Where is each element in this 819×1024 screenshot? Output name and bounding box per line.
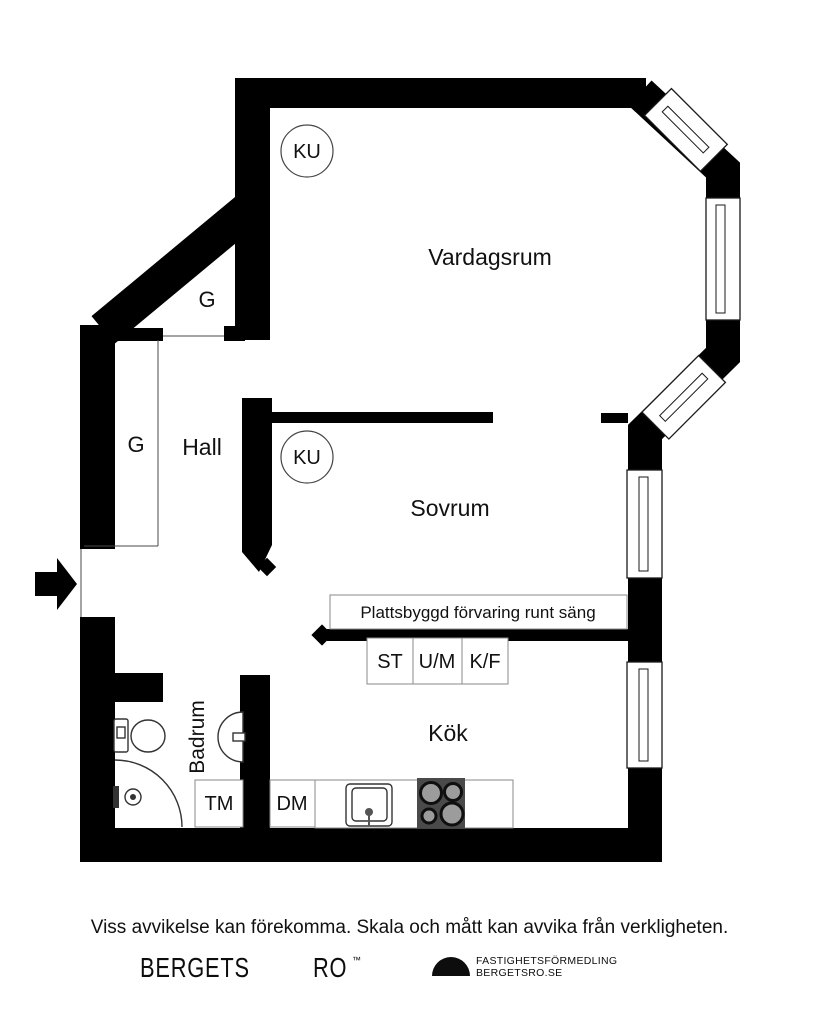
wall-top [235,78,646,108]
wall-closet-stub-left [115,328,163,341]
cabinet-kf-box [461,637,509,685]
dishwasher: DM [269,779,316,828]
storage-note-box [329,594,628,630]
cabinet-st-box [366,637,414,685]
wall-sovrum-north [272,412,493,423]
cabinet-um-label: U/M [419,651,456,673]
room-label-hall: Hall [182,434,222,460]
window-kok [626,661,663,769]
brand-word2: RO [313,952,348,983]
storage-note: Plattsbyggd förvaring runt säng [329,594,628,630]
washing-machine-label: TM [205,793,234,815]
badrum-fixtures: TM [113,711,246,828]
closet-label-hall: G [127,432,144,457]
closet-label-triangle: G [198,287,215,312]
dishwasher-label: DM [276,793,307,815]
thin-lines [80,335,224,617]
cabinet-um-box [412,637,463,685]
wall-left-lower [80,617,115,862]
window-bay-vertical [705,197,741,321]
wall-diagonal [91,194,262,344]
cabinet-st-label: ST [377,651,403,673]
wall-badrum-east [240,675,270,828]
interior-walls [115,326,662,828]
window-sovrum [626,469,663,579]
brand-bergets: BERGETS [140,952,281,984]
wall-closet-stub-right [224,326,245,341]
window-bay-lower-diagonal [641,354,727,440]
agency-line2: BERGETSRO.SE [476,967,563,979]
door-pivot-marker-storage [311,624,333,646]
entry-arrow-icon [35,558,77,610]
wall-sovrum-north-stub [601,413,628,423]
wall-bottom [80,828,662,862]
brand-word1: BERGETS [140,952,250,983]
room-label-sovrum: Sovrum [410,495,489,521]
toilet-icon [113,718,166,753]
shower-icon [113,759,183,828]
ku-marker-sovrum: KU [280,430,334,484]
kok-fixtures: DM [269,778,514,829]
ku-label: KU [293,447,321,469]
brand-ro: RO [313,952,357,984]
kitchen-cabinets: ST U/M K/F [366,637,509,685]
agency-text: FASTIGHETSFÖRMEDLING BERGETSRO.SE [476,955,617,979]
room-label-kok: Kök [428,720,468,746]
door-pivot-marker-sovrum [257,557,277,577]
ku-label: KU [293,141,321,163]
cabinet-kf-label: K/F [469,651,500,673]
kitchen-counter [314,779,514,829]
wall-hall-sovrum [242,398,272,572]
bathroom-sink-icon [217,711,246,763]
windows [626,87,741,769]
window-bay-upper-diagonal [643,87,729,173]
ku-marker-vardagsrum: KU [280,124,334,178]
agency-line1: FASTIGHETSFÖRMEDLING [476,955,618,967]
wall-badrum-north [115,673,163,702]
stove-icon [417,778,465,828]
storage-note-label: Plattsbyggd förvaring runt säng [360,603,595,622]
wall-left-upper [80,325,115,549]
room-label-badrum: Badrum [186,700,209,774]
trademark-symbol: ™ [352,955,361,965]
disclaimer-text: Viss avvikelse kan förekomma. Skala och … [90,917,729,938]
washing-machine: TM [194,779,244,828]
logo-semicircle-icon [432,957,470,976]
room-label-vardagsrum: Vardagsrum [428,244,552,270]
kitchen-sink-icon [345,783,393,827]
